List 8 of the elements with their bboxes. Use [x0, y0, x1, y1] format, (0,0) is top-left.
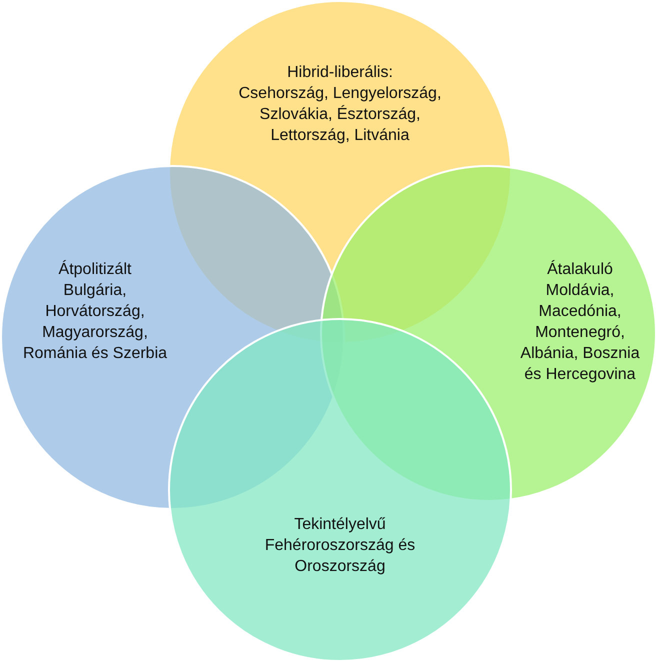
country-list: Csehország, Lengyelország, Szlovákia, Észtország, Lettország, Litvánia	[218, 83, 462, 146]
category-heading: Tekintélyelvű	[293, 515, 387, 535]
category-heading: Átpolitizált	[58, 259, 132, 280]
category-heading: Átalakuló	[546, 259, 614, 280]
country-list: Bulgária, Horvátország, Magyarország, Románia és Szerbia	[20, 280, 170, 364]
category-heading: Hibrid-liberális:	[286, 63, 394, 83]
country-list: Moldávia, Macedónia, Montenegró, Albánia, Bosznia és Hercegovina	[510, 280, 650, 385]
country-list: Fehéroroszország és Oroszország	[230, 535, 450, 577]
